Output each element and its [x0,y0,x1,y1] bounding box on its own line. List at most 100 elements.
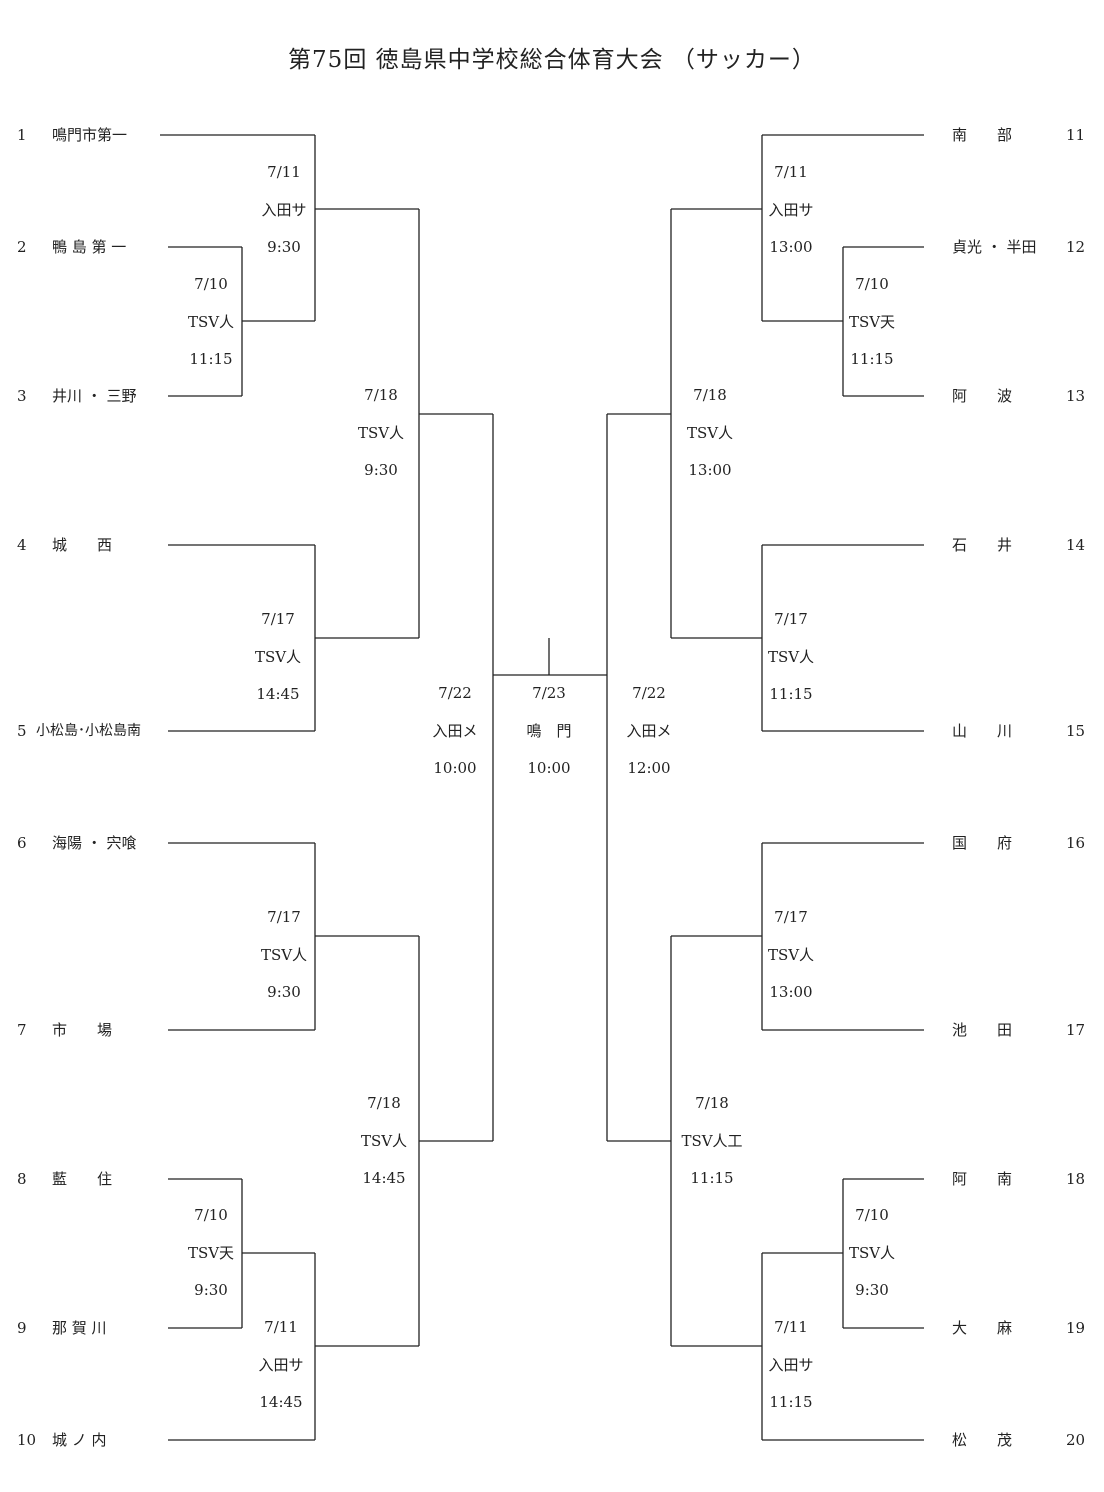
match-info: 7/11 入田サ 13:00 [746,163,836,276]
bracket-line [671,545,763,731]
right-team-name: 石 井 [952,536,1013,554]
match-info: 7/17 TSV人 14:45 [233,610,323,723]
right-team-name: 松 茂 [952,1431,1013,1449]
match-date: 7/22 [438,684,472,702]
bracket-line [418,936,493,1346]
match-venue: TSV人 [767,647,815,666]
bracket-line [843,1178,924,1329]
match-time: 11:15 [690,1169,734,1187]
bracket-line [671,843,763,1030]
match-time: 14:45 [256,685,300,703]
match-time: 9:30 [194,1281,228,1299]
bracket-line [843,246,924,397]
bracket-line [314,1253,419,1440]
match-info: 7/18 TSV人 9:30 [336,386,426,499]
match-info: 7/17 TSV人 13:00 [746,908,836,1021]
team-number: 15 [1066,722,1086,740]
team-number: 13 [1066,387,1086,405]
bracket-line [314,135,419,321]
bracket-line [762,544,924,732]
match-info: 7/11 入田サ 9:30 [239,163,329,276]
match-venue: TSV人 [360,1131,408,1150]
match-venue: 入田メ [432,721,478,740]
match-venue: TSV人 [848,1243,896,1262]
match-venue: TSV人 [767,945,815,964]
match-time: 11:15 [769,1393,813,1411]
match-venue: 入田サ [768,200,814,219]
match-date: 7/17 [267,908,301,926]
match-date: 7/18 [695,1094,729,1112]
match-venue: TSV人工 [681,1131,743,1150]
match-info: 7/10 TSV人 9:30 [827,1206,917,1319]
match-info: 7/18 TSV人工 11:15 [667,1094,757,1207]
bracket-line [671,1253,763,1440]
match-time: 11:15 [850,350,894,368]
match-date: 7/23 [532,684,566,702]
team-number: 6 [17,834,27,852]
match-venue: 鳴 門 [526,721,572,740]
right-team-name: 阿 南 [952,1170,1013,1188]
match-time: 13:00 [769,238,813,256]
match-venue: 入田メ [626,721,672,740]
team-number: 12 [1066,238,1086,256]
right-team-name: 大 麻 [952,1319,1013,1337]
match-venue: TSV人 [686,423,734,442]
match-venue: TSV人 [357,423,405,442]
team-number: 14 [1066,536,1086,554]
match-info: 7/22 入田メ 12:00 [604,684,694,797]
match-venue: TSV人 [187,312,235,331]
bracket-line [762,1179,844,1328]
match-time: 10:00 [527,759,571,777]
bracket-line [607,413,671,1142]
match-date: 7/18 [693,386,727,404]
right-team-name: 南 部 [952,126,1013,144]
team-number: 2 [17,238,27,256]
match-venue: TSV人 [260,945,308,964]
match-time: 9:30 [855,1281,889,1299]
match-date: 7/11 [267,163,301,181]
match-date: 7/11 [774,1318,808,1336]
match-date: 7/17 [774,610,808,628]
match-venue: TSV人 [254,647,302,666]
bracket-line [762,842,924,1031]
bracket-line [314,843,419,1030]
match-time: 12:00 [627,759,671,777]
bracket-line [314,545,419,731]
team-number: 17 [1066,1021,1086,1039]
team-number: 3 [17,387,27,405]
left-team-name: 鴨 島 第 一 [52,238,127,256]
match-venue: 入田サ [258,1355,304,1374]
bracket-line [492,414,607,1141]
match-time: 11:15 [189,350,233,368]
match-date: 7/10 [855,275,889,293]
match-date: 7/17 [261,610,295,628]
match-time: 14:45 [362,1169,406,1187]
match-date: 7/10 [194,1206,228,1224]
match-info: 7/10 TSV人 11:15 [166,275,256,388]
team-number: 20 [1066,1431,1086,1449]
match-info: 7/10 TSV天 11:15 [827,275,917,388]
team-number: 4 [17,536,27,554]
bracket-line [241,1179,315,1328]
bracket-line [241,247,315,396]
bracket-line [671,135,763,321]
final-match-info: 7/23 鳴 門 10:00 [504,684,594,797]
left-team: 1 [17,126,27,144]
team-number: 1 [17,126,27,144]
left-team-name: 井川 ・ 三野 [52,387,137,405]
match-date: 7/11 [774,163,808,181]
team-number: 5 [17,722,27,740]
match-time: 9:30 [267,238,301,256]
bracket-line [762,247,844,396]
team-number: 10 [17,1431,37,1449]
match-time: 11:15 [769,685,813,703]
match-info: 7/11 入田サ 14:45 [236,1318,326,1431]
match-info: 7/10 TSV天 9:30 [166,1206,256,1319]
match-time: 14:45 [259,1393,303,1411]
match-venue: 入田サ [261,200,307,219]
right-team-name: 池 田 [952,1021,1013,1039]
right-team-name: 国 府 [952,834,1013,852]
team-number: 8 [17,1170,27,1188]
match-date: 7/18 [367,1094,401,1112]
